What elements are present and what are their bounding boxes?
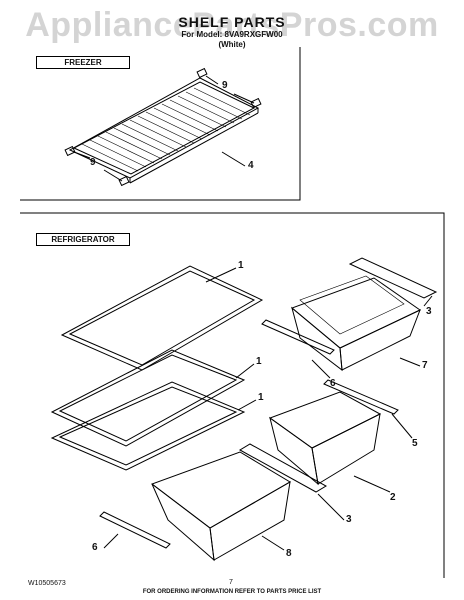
crisper-cover-bottom: [238, 443, 328, 493]
callout-7: 7: [422, 360, 428, 371]
callout-9-bottom: 9: [90, 157, 96, 168]
callout-9-top: 9: [222, 80, 228, 91]
crisper-drawer-top: [291, 275, 421, 372]
ordering-note: FOR ORDERING INFORMATION REFER TO PARTS …: [142, 589, 322, 595]
drawer-rail-5: [323, 379, 399, 415]
callout-1-c: 1: [258, 392, 264, 403]
crisper-drawer-middle: [268, 391, 382, 486]
page-title: SHELF PARTS: [178, 14, 286, 30]
crisper-cover-top: [348, 257, 438, 299]
section-label-freezer: FREEZER: [36, 56, 130, 69]
model-subtitle: For Model: 8VA9RXGFW00 (White): [0, 30, 464, 50]
freezer-wire-shelf: [68, 77, 260, 184]
freezer-frame: [20, 47, 301, 201]
callout-3-top: 3: [426, 306, 432, 317]
callout-1-a: 1: [238, 260, 244, 271]
watermark: AppliancePartsPros.com: [25, 6, 439, 44]
drawer-rail-right: [261, 319, 335, 355]
model-line: For Model: 8VA9RXGFW00: [181, 30, 283, 39]
crisper-drawer-bottom: [150, 451, 291, 562]
section-label-refrigerator: REFRIGERATOR: [36, 233, 130, 246]
callout-3-bottom: 3: [346, 514, 352, 525]
callout-4: 4: [248, 160, 254, 171]
callout-5: 5: [412, 438, 418, 449]
callout-8: 8: [286, 548, 292, 559]
glass-shelf-middle: [50, 349, 246, 447]
page-number: 7: [229, 579, 233, 586]
freezer-clips: [64, 67, 262, 187]
color-line: (White): [218, 40, 246, 49]
refrigerator-frame: [20, 212, 445, 578]
glass-shelf-top: [60, 265, 264, 371]
callout-1-b: 1: [256, 356, 262, 367]
callout-6-right: 6: [330, 378, 336, 389]
drawer-rail-left: [99, 511, 171, 549]
callout-6-left: 6: [92, 542, 98, 553]
doc-number: W10505673: [28, 580, 66, 587]
callout-2: 2: [390, 492, 396, 503]
glass-shelf-bottom: [50, 381, 246, 471]
